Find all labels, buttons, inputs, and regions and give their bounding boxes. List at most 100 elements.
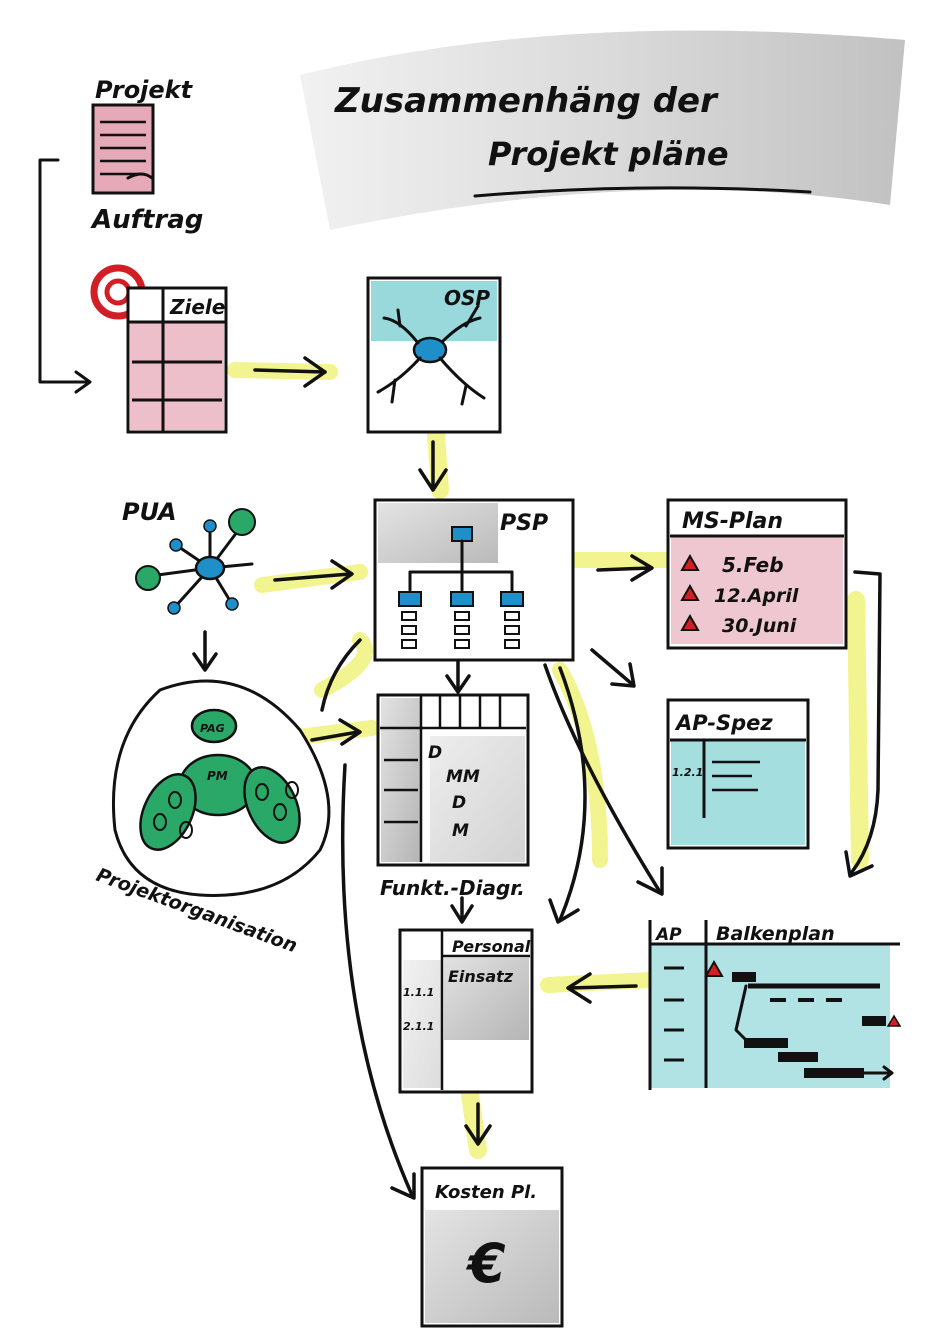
- funkt-cell: D: [428, 743, 442, 763]
- osp-plan: OSP: [366, 276, 502, 434]
- arrow-ziele-to-osp: [253, 368, 327, 374]
- psp-level-1-nodes: [398, 591, 524, 607]
- balken-bar: [804, 1068, 864, 1078]
- personal-label-2: Einsatz: [448, 967, 514, 986]
- ap-spez-fill: [671, 740, 805, 845]
- funkt-cell: M: [452, 821, 469, 841]
- arrow-pua-to-psp: [273, 572, 352, 582]
- funkt-shade-left: [381, 698, 421, 862]
- orga-pag-label: PAG: [200, 722, 225, 735]
- ms-plan-item: 12.April: [714, 585, 799, 607]
- psp-label: PSP: [500, 511, 548, 536]
- auftrag-label-bottom: Auftrag: [90, 205, 203, 235]
- osp-label: OSP: [444, 286, 490, 310]
- pua-diagram: PUA: [122, 498, 256, 615]
- funkt-label: Funkt.-Diagr.: [380, 876, 525, 900]
- title-line-2: Projekt pläne: [488, 135, 729, 173]
- pua-stakeholder-node: [135, 565, 161, 591]
- projektauftrag: Projekt Auftrag: [38, 76, 203, 394]
- balken-fill: [650, 944, 890, 1088]
- milestone-icon: [680, 583, 700, 601]
- arrow-osp-to-psp-head: [418, 468, 448, 492]
- milestone-icon: [680, 553, 700, 571]
- arrow-orga-to-kosten-head: [390, 1172, 416, 1200]
- auftrag-bracket: [38, 158, 90, 384]
- ap-spez: AP-Spez 1.2.1: [666, 698, 810, 850]
- arrow-orga-to-funkt-head: [338, 718, 362, 746]
- personal-grid: [440, 930, 530, 1090]
- highlight-balken-personal: [540, 972, 658, 993]
- ziele-fill: [130, 322, 224, 430]
- psp-work-packages: [401, 611, 520, 649]
- personal-row-number: 1.1.1: [403, 986, 434, 999]
- balken-frame: [648, 920, 900, 1090]
- personal-row-number: 2.1.1: [403, 1020, 434, 1033]
- funkt-cell: D: [452, 793, 466, 813]
- ziele-grid: [128, 288, 226, 432]
- ms-plan-fill: [671, 536, 843, 644]
- highlight-ms-balken: [847, 591, 869, 869]
- pua-stakeholder-node: [169, 538, 183, 552]
- arrow-psp-to-funkt-head: [445, 674, 471, 694]
- ms-plan-item: 5.Feb: [722, 553, 784, 577]
- personal-label-1: Personal: [452, 937, 531, 956]
- psp-shade: [378, 503, 498, 563]
- balken-bar: [778, 1052, 818, 1062]
- arrow-psp-to-apspez: [590, 648, 634, 686]
- milestone-icon: [680, 613, 700, 631]
- ziele-plan: Ziele: [90, 264, 228, 434]
- arrow-personal-to-kosten-head: [464, 1124, 492, 1146]
- ap-spez-text-lines: [712, 760, 760, 792]
- personaleinsatz: Personal Einsatz 1.1.1 2.1.1: [398, 928, 534, 1094]
- auftrag-label-top: Projekt: [95, 76, 194, 104]
- arrow-ms-to-balken: [850, 570, 882, 874]
- arrow-psp-to-apspez-head: [610, 662, 636, 688]
- balken-arrow: [862, 1065, 894, 1081]
- arrow-orga-to-kosten: [340, 763, 414, 1197]
- funkt-shade-body: [430, 736, 525, 862]
- pua-stakeholder-node: [167, 601, 181, 615]
- title-line-1: Zusammenhäng der: [334, 81, 719, 121]
- arrow-pua-to-orga-head: [192, 652, 218, 672]
- arrow-psp-to-ms: [596, 566, 652, 572]
- balken-row-markers: [664, 966, 684, 1062]
- euro-icon: €: [465, 1232, 506, 1295]
- arrow-balken-to-personal-head: [566, 972, 592, 1004]
- arrow-psp-to-orga: [320, 638, 362, 712]
- arrow-ms-to-balken-head: [844, 850, 874, 878]
- balken-label: Balkenplan: [716, 923, 835, 945]
- ms-plan-label: MS-Plan: [682, 509, 783, 534]
- balken-bar: [744, 1038, 788, 1048]
- arrow-pua-to-psp-head: [330, 559, 354, 590]
- pua-center-node: [194, 555, 226, 581]
- psp-connectors: [408, 539, 514, 592]
- balken-milestone-icon: [704, 959, 724, 977]
- arrow-psp-to-balken: [543, 663, 662, 894]
- personal-shade-left: [403, 960, 441, 1088]
- arrow-psp-to-balken-head: [636, 866, 664, 896]
- balken-bar: [862, 1016, 886, 1026]
- title-banner-shade: [300, 30, 905, 231]
- osp-branches: [376, 304, 486, 406]
- arrow-balken-to-personal: [568, 984, 638, 990]
- balkenplan: AP Balkenplan: [648, 920, 902, 1090]
- auftrag-bracket-arrowhead: [74, 370, 92, 394]
- orga-pm-label: PM: [207, 769, 228, 783]
- ms-plan-item: 30.Juni: [722, 615, 797, 637]
- funkt-cell: MM: [446, 767, 480, 787]
- arrow-orga-to-funkt: [310, 730, 360, 742]
- highlight-psp-personal: [552, 662, 608, 868]
- balken-milestone-icon: [886, 1014, 902, 1027]
- balken-col1-label: AP: [654, 925, 682, 945]
- balken-dependency: [734, 984, 748, 1042]
- pua-stakeholder-node: [225, 597, 239, 611]
- psp-root-node: [451, 526, 473, 542]
- arrow-psp-to-ms-head: [630, 554, 654, 582]
- orga-team-left: [139, 773, 197, 851]
- funkt-grid: [380, 696, 526, 862]
- pua-stakeholder-node: [203, 519, 217, 533]
- ziele-label: Ziele: [169, 295, 225, 319]
- orga-team-members: [153, 781, 299, 839]
